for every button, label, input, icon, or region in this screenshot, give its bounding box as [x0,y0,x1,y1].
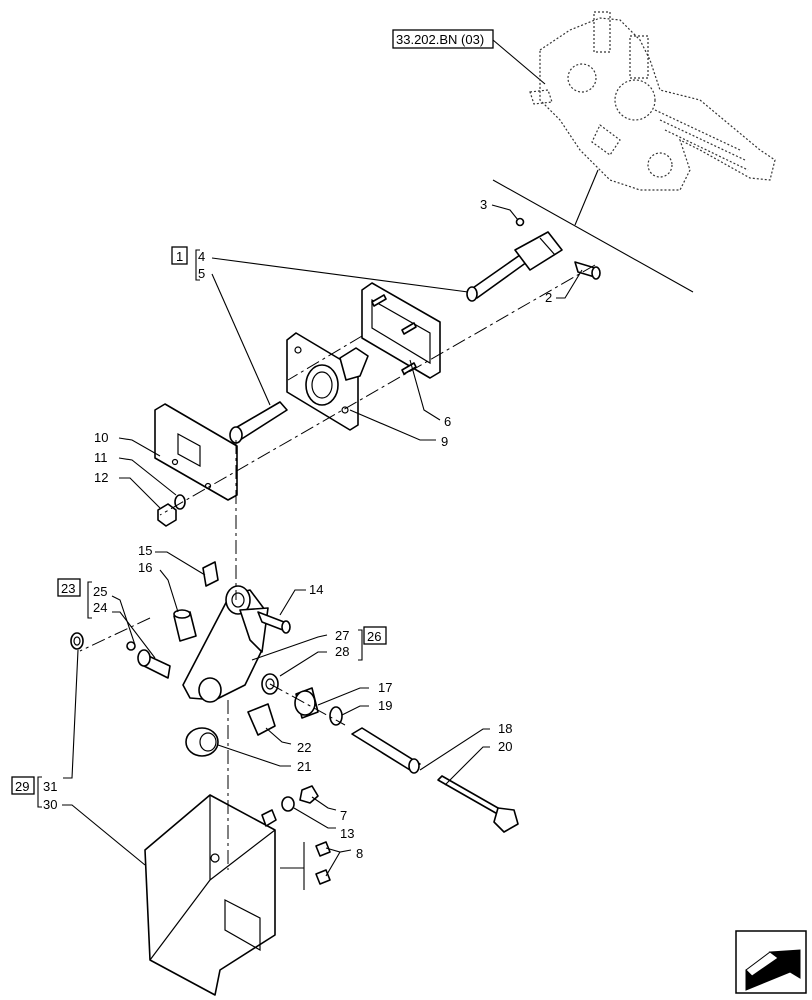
fasteners-7-13 [261,785,319,827]
callout-8: 8 [356,846,363,861]
callout-28: 28 [335,644,349,659]
pin-25-fitting-24 [126,641,171,679]
callout-24: 24 [93,600,107,615]
assembly-axes [79,264,596,870]
pedal-bracket [144,794,276,996]
callout-27: 27 [335,628,349,643]
washer-19 [329,706,343,726]
callout-26-box[interactable]: 26 [363,626,387,645]
callout-18: 18 [498,721,512,736]
callout-17: 17 [378,680,392,695]
clip-15 [202,561,219,587]
callout-5: 5 [198,266,205,281]
threaded-stud [229,401,288,444]
spring-clip-22 [247,703,276,736]
callout-23-box[interactable]: 23 [57,578,81,597]
callout-20: 20 [498,739,512,754]
referenced-assembly-ghost [529,11,776,191]
callout-4: 4 [198,249,205,264]
callout-22: 22 [297,740,311,755]
bushing-16 [173,609,197,642]
callout-3: 3 [480,197,487,212]
mounting-plate [154,403,238,501]
ring-31 [70,632,84,650]
bushing-21 [185,727,219,757]
callout-11: 11 [94,450,108,465]
callout-29-box[interactable]: 29 [11,776,35,795]
callout-15: 15 [138,543,152,558]
master-plate [286,332,369,431]
pedal-lever [182,585,269,703]
callout-31: 31 [43,779,57,794]
callout-1[interactable]: 1 [176,249,183,264]
callout-19: 19 [378,698,392,713]
sleeve-18 [351,727,421,774]
callout-29[interactable]: 29 [15,779,29,794]
group-brackets [37,249,363,808]
callout-14: 14 [309,582,323,597]
callout-30: 30 [43,797,57,812]
pin-14 [257,611,291,634]
bolt-20 [437,775,519,833]
callout-13: 13 [340,826,354,841]
reference-link-label[interactable]: 33.202.BN (03) [396,32,484,47]
bushing-17 [294,687,319,719]
callout-9: 9 [441,434,448,449]
bolts-8 [315,841,331,885]
reference-link[interactable]: 33.202.BN (03) [392,29,494,49]
callout-6: 6 [444,414,451,429]
callout-labels: 4 5 3 2 6 9 10 11 12 15 16 14 25 24 27 2… [43,197,552,861]
callout-23[interactable]: 23 [61,581,75,596]
callout-2: 2 [545,290,552,305]
callout-26[interactable]: 26 [367,629,381,644]
callout-1-box[interactable]: 1 [171,246,188,265]
callout-25: 25 [93,584,107,599]
callout-21: 21 [297,759,311,774]
gasket-plate [361,282,441,379]
clevis-rod-assembly [466,217,601,302]
next-page-arrow-icon[interactable] [735,930,807,994]
callout-10: 10 [94,430,108,445]
leader-lines [62,204,583,890]
callout-12: 12 [94,470,108,485]
callout-7: 7 [340,808,347,823]
callout-16: 16 [138,560,152,575]
nut-washer-12 [157,494,186,527]
